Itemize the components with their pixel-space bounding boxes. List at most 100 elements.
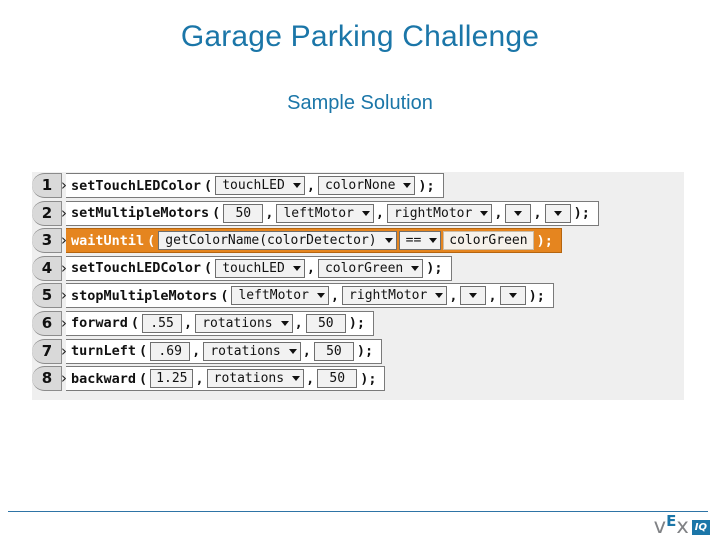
- statement-close: );: [573, 205, 590, 222]
- dropdown-value: rotations: [202, 315, 273, 331]
- function-name: stopMultipleMotors: [71, 287, 218, 304]
- code-statement[interactable]: setTouchLEDColor(touchLED,colorNone);: [66, 173, 444, 198]
- arg-separator: ,: [192, 343, 201, 360]
- line-number-gutter: 4›: [32, 255, 67, 283]
- dropdown-field[interactable]: leftMotor: [276, 203, 374, 223]
- arg-separator: ,: [494, 205, 503, 222]
- arg-separator: ,: [449, 287, 458, 304]
- number-field[interactable]: 50: [313, 341, 354, 361]
- code-editor-panel[interactable]: 1›setTouchLEDColor(touchLED,colorNone);2…: [32, 172, 684, 400]
- dropdown-field[interactable]: colorGreen: [317, 258, 424, 278]
- code-line-2[interactable]: 2›setMultipleMotors(50,leftMotor,rightMo…: [32, 200, 684, 228]
- dropdown-field[interactable]: touchLED: [215, 258, 305, 278]
- chevron-down-icon: [469, 293, 478, 299]
- code-line-1[interactable]: 1›setTouchLEDColor(touchLED,colorNone);: [32, 172, 684, 200]
- arg-separator: ,: [306, 260, 315, 277]
- dropdown-field[interactable]: [505, 203, 532, 223]
- code-statement[interactable]: forward(.55,rotations,50);: [66, 310, 375, 336]
- arg-separator: ,: [306, 177, 315, 194]
- function-name: waitUntil: [71, 232, 145, 249]
- arg-separator: ,: [306, 370, 315, 387]
- code-line-4[interactable]: 4›setTouchLEDColor( touchLED, colorGreen);: [32, 255, 684, 283]
- line-number-label: 6: [41, 313, 53, 332]
- gutter-scallop-shape: [32, 255, 62, 281]
- dropdown-field[interactable]: rotations: [203, 341, 301, 361]
- number-field[interactable]: .69: [150, 341, 191, 361]
- arg-separator: ,: [294, 315, 303, 332]
- code-line-8[interactable]: 8›backward(1.25,rotations,50);: [32, 365, 684, 393]
- dropdown-field[interactable]: rightMotor: [387, 203, 493, 223]
- chevron-down-icon: [292, 183, 301, 188]
- number-field[interactable]: 50: [317, 369, 358, 389]
- chevron-down-icon: [553, 210, 562, 216]
- number-field[interactable]: 50: [223, 203, 264, 223]
- code-statement[interactable]: setTouchLEDColor( touchLED, colorGreen);: [66, 255, 452, 281]
- number-field[interactable]: 1.25: [150, 369, 194, 389]
- dropdown-field[interactable]: [460, 286, 487, 306]
- gutter-scallop-shape: [32, 173, 62, 198]
- chevron-down-icon: [429, 238, 438, 244]
- arg-separator: ,: [533, 205, 542, 222]
- number-field[interactable]: .55: [142, 313, 183, 333]
- line-number-label: 5: [41, 286, 53, 305]
- dropdown-field[interactable]: leftMotor: [231, 286, 329, 306]
- statement-close: );: [348, 315, 366, 332]
- function-name: setTouchLEDColor: [71, 260, 202, 277]
- paren-open: (: [204, 177, 213, 194]
- line-number-gutter: 7›: [32, 338, 67, 366]
- dropdown-field[interactable]: [499, 286, 526, 306]
- dropdown-field[interactable]: rotations: [195, 313, 293, 333]
- line-number-label: 3: [41, 231, 53, 250]
- chevron-right-icon: ›: [61, 286, 67, 305]
- dropdown-value: rotations: [210, 343, 281, 359]
- code-line-7[interactable]: 7›turnLeft(.69,rotations,50);: [32, 338, 684, 366]
- line-number-gutter: 5›: [32, 282, 67, 310]
- code-line-3[interactable]: 3›waitUntil(getColorName(colorDetector)=…: [32, 227, 684, 255]
- statement-close: );: [536, 232, 553, 249]
- line-number-gutter: 2›: [32, 200, 67, 228]
- gutter-scallop-shape: [32, 228, 62, 254]
- code-statement[interactable]: waitUntil(getColorName(colorDetector)==c…: [66, 228, 562, 254]
- dropdown-field[interactable]: rightMotor: [342, 286, 448, 306]
- chevron-down-icon: [508, 293, 517, 299]
- chevron-right-icon: ›: [61, 313, 67, 332]
- gutter-scallop-shape: [32, 366, 62, 392]
- chevron-down-icon: [384, 238, 393, 244]
- dropdown-field[interactable]: getColorName(colorDetector): [158, 231, 397, 251]
- paren-open: (: [147, 232, 156, 249]
- line-number-label: 7: [41, 341, 53, 360]
- dropdown-field[interactable]: ==: [398, 231, 442, 251]
- chevron-right-icon: ›: [61, 341, 67, 360]
- gutter-scallop-shape: [32, 283, 62, 309]
- dropdown-value: rightMotor: [394, 205, 473, 221]
- paren-open: (: [204, 260, 213, 277]
- dropdown-field[interactable]: touchLED: [215, 176, 305, 195]
- paren-open: (: [139, 370, 148, 387]
- logo-letter-v: v: [653, 514, 667, 538]
- logo-letter-x: x: [676, 514, 689, 538]
- value-chip[interactable]: colorGreen: [443, 231, 534, 251]
- logo-badge-iq: IQ: [691, 520, 710, 535]
- chevron-down-icon: [361, 210, 370, 216]
- dropdown-value: colorNone: [324, 178, 396, 193]
- code-line-6[interactable]: 6›forward(.55,rotations,50);: [32, 310, 684, 338]
- code-statement[interactable]: setMultipleMotors(50,leftMotor,rightMoto…: [66, 200, 599, 226]
- arg-separator: ,: [488, 287, 497, 304]
- dropdown-value: colorGreen: [324, 260, 404, 276]
- chevron-right-icon: ›: [61, 176, 67, 194]
- code-statement[interactable]: turnLeft(.69,rotations,50);: [66, 338, 383, 364]
- dropdown-value: touchLED: [222, 260, 285, 276]
- code-statement[interactable]: backward(1.25,rotations,50);: [66, 366, 386, 392]
- dropdown-field[interactable]: colorNone: [317, 176, 416, 195]
- code-line-5[interactable]: 5›stopMultipleMotors(leftMotor,rightMoto…: [32, 282, 684, 310]
- function-name: forward: [71, 315, 128, 332]
- dropdown-value: leftMotor: [238, 288, 309, 304]
- dropdown-field[interactable]: [544, 203, 571, 223]
- dropdown-field[interactable]: rotations: [206, 369, 305, 389]
- number-field[interactable]: 50: [305, 313, 346, 333]
- statement-close: );: [426, 260, 443, 277]
- dropdown-value: rotations: [213, 371, 285, 387]
- code-statement[interactable]: stopMultipleMotors(leftMotor,rightMotor,…: [66, 283, 554, 309]
- arg-separator: ,: [265, 205, 274, 222]
- function-name: setMultipleMotors: [71, 205, 210, 222]
